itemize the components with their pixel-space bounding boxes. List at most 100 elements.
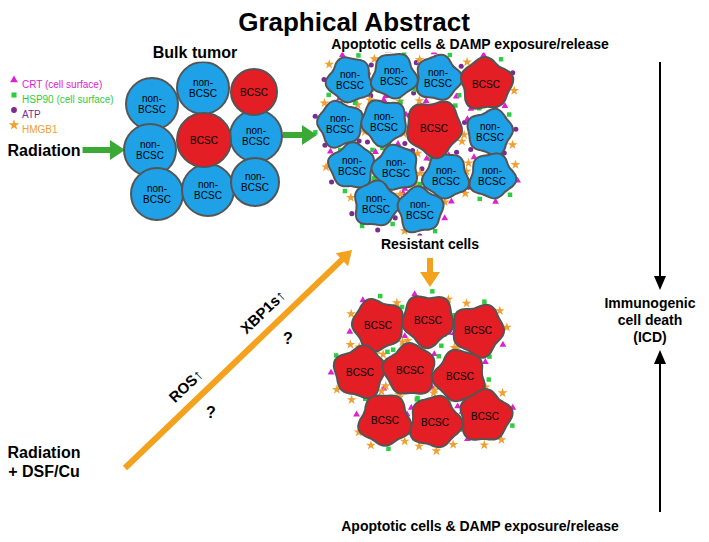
cell-label: non-BCSC: [133, 139, 167, 161]
legend-entry: HMGB1: [22, 119, 58, 137]
damp-marker: [326, 93, 330, 97]
damp-marker: [508, 193, 512, 197]
cell-label: BCSC: [240, 87, 268, 98]
legend-text: CRT (cell surface): [22, 79, 102, 90]
damp-marker: [508, 140, 518, 149]
cell-label: non-BCSC: [135, 93, 169, 115]
damp-marker: [346, 339, 356, 348]
label-text: ?: [281, 328, 295, 347]
non-bcsc-cell: non-BCSC: [368, 50, 420, 102]
damp-marker: [459, 64, 464, 69]
legend-entry: HSP90 (cell surface): [22, 89, 114, 107]
cell-label: non-BCSC: [421, 67, 455, 89]
damp-marker: [507, 112, 511, 116]
label-text: ROS↑: [164, 364, 208, 407]
damp-marker: [391, 347, 395, 351]
damp-marker: [510, 159, 520, 168]
legend-symbol: [11, 107, 17, 113]
cell-body: non-BCSC: [173, 58, 233, 118]
group-title: Resistant cells: [379, 236, 481, 253]
damp-marker: [457, 93, 461, 97]
bcsc-cell: BCSC: [227, 65, 281, 119]
cell-label: non-BCSC: [475, 165, 509, 187]
cell-label: non-BCSC: [323, 113, 357, 135]
non-bcsc-cell: non-BCSC: [358, 96, 410, 148]
damp-marker: [430, 289, 434, 293]
cell-body: BCSC: [381, 341, 439, 399]
treatment-label: Radiation + DSF/Cu: [3, 443, 85, 481]
damp-marker: [433, 229, 437, 233]
non-bcsc-cell: non-BCSC: [127, 164, 187, 224]
non-bcsc-cell: non-BCSC: [324, 54, 376, 106]
cell-body: BCSC: [173, 109, 235, 171]
bcsc-cell: BCSC: [331, 343, 389, 401]
cell-label: BCSC: [420, 123, 448, 134]
cell-label: non-BCSC: [335, 155, 369, 177]
bcsc-cell: BCSC: [456, 387, 514, 445]
label-text: Radiation: [6, 141, 83, 160]
damp-marker: [478, 197, 482, 201]
resistant-arrow: [420, 258, 440, 287]
cell-label: BCSC: [364, 320, 392, 331]
cell-body: BCSC: [456, 387, 514, 445]
label-text: ?: [204, 402, 218, 421]
cell-body: non-BCSC: [466, 150, 518, 202]
non-bcsc-cell: non-BCSC: [412, 52, 464, 104]
non-bcsc-cell: non-BCSC: [394, 184, 446, 236]
damp-marker: [462, 298, 472, 307]
cell-label: non-BCSC: [403, 199, 437, 221]
cell-body: non-BCSC: [350, 178, 402, 230]
bcsc-cell: BCSC: [457, 55, 515, 113]
treatment-label: Radiation: [6, 141, 83, 160]
cell-body: BCSC: [331, 343, 389, 401]
damp-marker: [356, 53, 360, 57]
damp-marker: [437, 354, 441, 358]
damp-marker: [464, 158, 474, 167]
damp-marker: [365, 140, 370, 145]
legend-text: HMGB1: [22, 124, 58, 135]
damp-marker: [349, 211, 354, 216]
bcsc-cell: BCSC: [381, 341, 439, 399]
cell-label: BCSC: [446, 371, 474, 382]
icd-arrow-bottom: [654, 350, 666, 512]
radiation-arrow: [82, 140, 125, 160]
damp-marker: [385, 350, 389, 354]
damp-marker: [328, 369, 335, 375]
damp-marker: [390, 222, 394, 226]
legend-symbol: [11, 92, 16, 97]
legend-text: HSP90 (cell surface): [22, 94, 114, 105]
damp-markers: [313, 47, 521, 455]
cell-body: non-BCSC: [368, 50, 420, 102]
cell-body: non-BCSC: [227, 154, 283, 210]
cell-label: non-BCSC: [377, 65, 411, 87]
mechanism-label: ROS↑: [164, 364, 208, 407]
label-text: Resistant cells: [379, 236, 481, 253]
title: Graphical Abstract: [236, 7, 472, 38]
icd-arrow-top: [654, 62, 666, 290]
damp-marker: [500, 341, 507, 347]
bcsc-cell: BCSC: [399, 291, 457, 349]
damp-marker: [386, 447, 390, 451]
damp-marker: [378, 294, 382, 298]
cell-body: non-BCSC: [324, 54, 376, 106]
cell-body: BCSC: [399, 291, 457, 349]
combination-arrow: [125, 250, 352, 468]
cell-label: non-BCSC: [238, 171, 272, 193]
damp-marker: [499, 57, 503, 61]
cell-label: BCSC: [346, 367, 374, 378]
cell-label: non-BCSC: [239, 125, 273, 147]
damp-marker: [482, 299, 486, 303]
non-bcsc-cell: non-BCSC: [464, 106, 516, 158]
cell-label: BCSC: [414, 315, 442, 326]
cell-body: non-BCSC: [127, 164, 187, 224]
cell-label: BCSC: [464, 325, 492, 336]
legend-text: ATP: [22, 109, 41, 120]
cell-body: BCSC: [227, 65, 281, 119]
cell-label: non-BCSC: [379, 157, 413, 179]
damp-marker: [372, 148, 379, 154]
bcsc-cell: BCSC: [173, 109, 235, 171]
damp-marker: [510, 423, 514, 427]
cell-body: BCSC: [406, 393, 464, 451]
damp-marker: [448, 53, 452, 57]
